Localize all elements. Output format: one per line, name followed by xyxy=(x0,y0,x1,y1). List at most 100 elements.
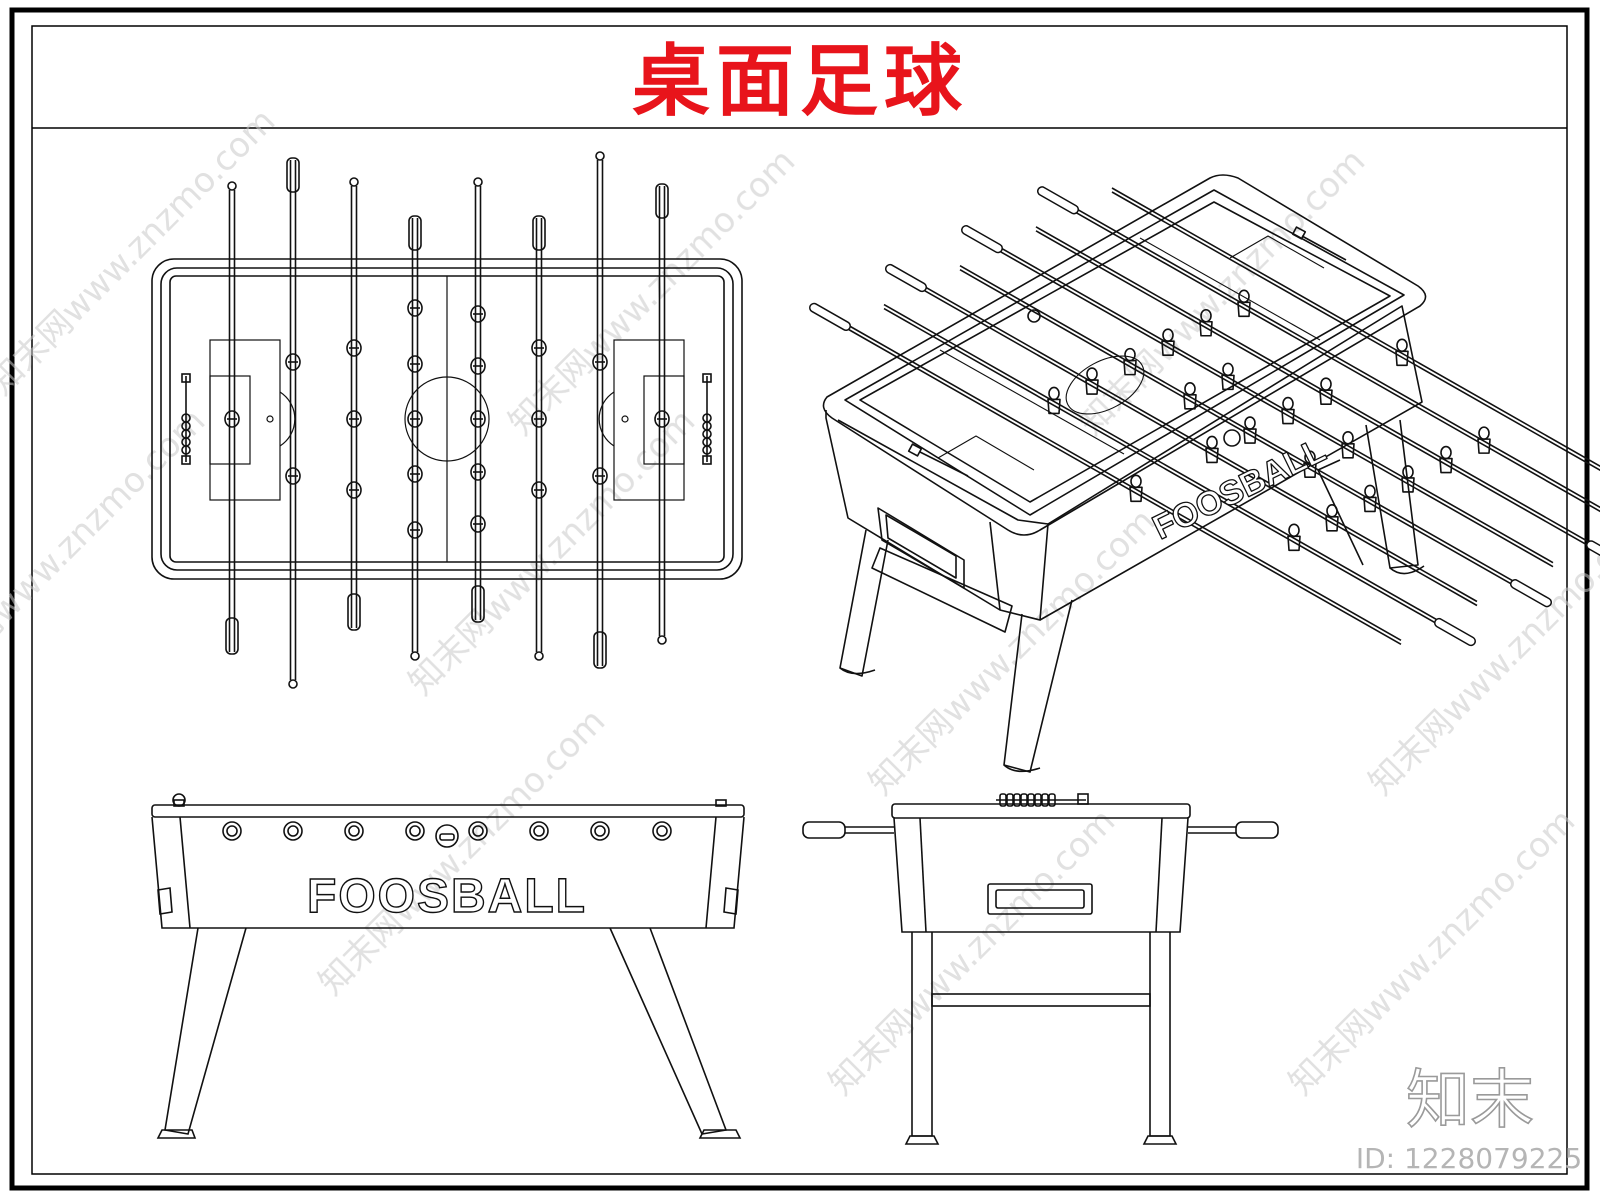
top-view-rod xyxy=(470,177,486,623)
rod-hole xyxy=(590,821,610,841)
score-bead xyxy=(181,445,191,455)
score-bead xyxy=(1027,793,1035,807)
rod-hole-inner xyxy=(533,825,545,837)
player-figure xyxy=(1206,435,1218,450)
rod-hole-inner xyxy=(594,825,606,837)
player-figure xyxy=(285,467,301,485)
player-figure xyxy=(407,521,423,539)
score-bead xyxy=(1041,793,1049,807)
iso-ball-1 xyxy=(1027,309,1041,323)
player-figure xyxy=(224,410,240,428)
rod-hole xyxy=(344,821,364,841)
watermark-text: 知末网www.znzmo.com xyxy=(1361,501,1600,803)
top-view xyxy=(151,151,743,689)
player-figure xyxy=(1222,362,1234,377)
player-figure xyxy=(470,305,486,323)
player-figure xyxy=(1288,523,1300,538)
rod-hole xyxy=(222,821,242,841)
outer-frame xyxy=(9,7,1590,1191)
score-bead xyxy=(702,445,712,455)
player-figure xyxy=(1048,386,1060,401)
rod-hole-inner xyxy=(409,825,421,837)
rod-hole-inner xyxy=(656,825,668,837)
player-figure xyxy=(1478,426,1490,440)
top-view-rod xyxy=(592,151,608,669)
top-view-rod xyxy=(654,183,670,645)
rod-hole xyxy=(652,821,672,841)
player-figure xyxy=(346,410,362,428)
player-figure xyxy=(1440,445,1452,460)
player-figure xyxy=(470,515,486,533)
rod-hole-inner xyxy=(226,825,238,837)
player-figure xyxy=(654,410,670,428)
player-figure xyxy=(470,463,486,481)
watermark-text: 知末网www.znzmo.com xyxy=(861,501,1163,803)
player-figure xyxy=(285,353,301,371)
watermark-text: 知末网www.znzmo.com xyxy=(501,141,803,443)
top-view-rod xyxy=(407,215,423,661)
iso-rod xyxy=(809,302,1402,646)
score-bead xyxy=(1048,793,1056,807)
rod-hole-inner xyxy=(472,825,484,837)
side-view-rod-holes xyxy=(222,821,672,848)
iso-rod xyxy=(961,225,1554,568)
player-figure xyxy=(1402,465,1414,479)
player-figure xyxy=(1086,367,1098,381)
rod-hole xyxy=(468,821,488,841)
rod-hole xyxy=(529,821,549,841)
end-view-legs xyxy=(904,932,1178,1145)
watermark-text: 知末网www.znzmo.com xyxy=(311,701,613,1003)
score-bead xyxy=(1013,793,1021,807)
iso-field-lines xyxy=(937,235,1325,471)
iso-cabinet xyxy=(825,305,1423,621)
top-view-rods xyxy=(224,151,670,689)
side-view-body xyxy=(151,793,745,929)
side-view-legs xyxy=(156,927,742,1139)
iso-rod xyxy=(883,303,1476,647)
iso-rod xyxy=(1037,186,1600,513)
player-figure xyxy=(531,481,547,499)
iso-score-counters xyxy=(907,226,1347,477)
brand-logo: 知末 xyxy=(1406,1064,1534,1138)
iso-rod xyxy=(885,263,1478,607)
player-figure xyxy=(1282,396,1294,411)
image-id: ID: 1228079225 xyxy=(1356,1142,1582,1175)
ball-slot xyxy=(435,824,459,848)
player-figure xyxy=(1244,416,1256,430)
score-bead xyxy=(1020,793,1028,807)
player-figure xyxy=(407,299,423,317)
iso-brand-label: FOOSBALL xyxy=(1147,431,1332,547)
end-view-rod xyxy=(802,821,1279,839)
end-view-score-counter xyxy=(996,793,1089,807)
iso-top-frame xyxy=(822,174,1427,536)
player-figure xyxy=(346,339,362,357)
rod-hole-inner xyxy=(348,825,360,837)
player-figure xyxy=(1342,430,1354,445)
player-figure xyxy=(1396,338,1408,353)
side-view: FOOSBALL xyxy=(151,793,745,1139)
player-figure xyxy=(531,410,547,428)
watermark-text: 知末网www.znzmo.com xyxy=(821,801,1123,1103)
player-figure xyxy=(592,353,608,371)
end-view-body xyxy=(891,803,1191,933)
top-view-rod xyxy=(285,157,301,689)
page-title: 桌面足球 xyxy=(632,36,968,127)
iso-rod xyxy=(1035,226,1600,557)
player-figure xyxy=(1326,504,1338,518)
rod-hole-inner xyxy=(287,825,299,837)
player-figure xyxy=(1364,484,1376,499)
end-view xyxy=(802,793,1279,1145)
player-figure xyxy=(407,355,423,373)
side-brand-label: FOOSBALL xyxy=(307,870,587,923)
top-view-score-counters xyxy=(181,373,712,465)
player-figure xyxy=(407,410,423,428)
watermark-text: 知末网www.znzmo.com xyxy=(0,101,283,403)
player-figure xyxy=(407,465,423,483)
top-view-rod xyxy=(224,181,240,655)
player-figure xyxy=(1184,382,1196,396)
player-figure xyxy=(1130,474,1142,489)
player-figure xyxy=(592,467,608,485)
rod-hole xyxy=(405,821,425,841)
player-figure xyxy=(531,339,547,357)
